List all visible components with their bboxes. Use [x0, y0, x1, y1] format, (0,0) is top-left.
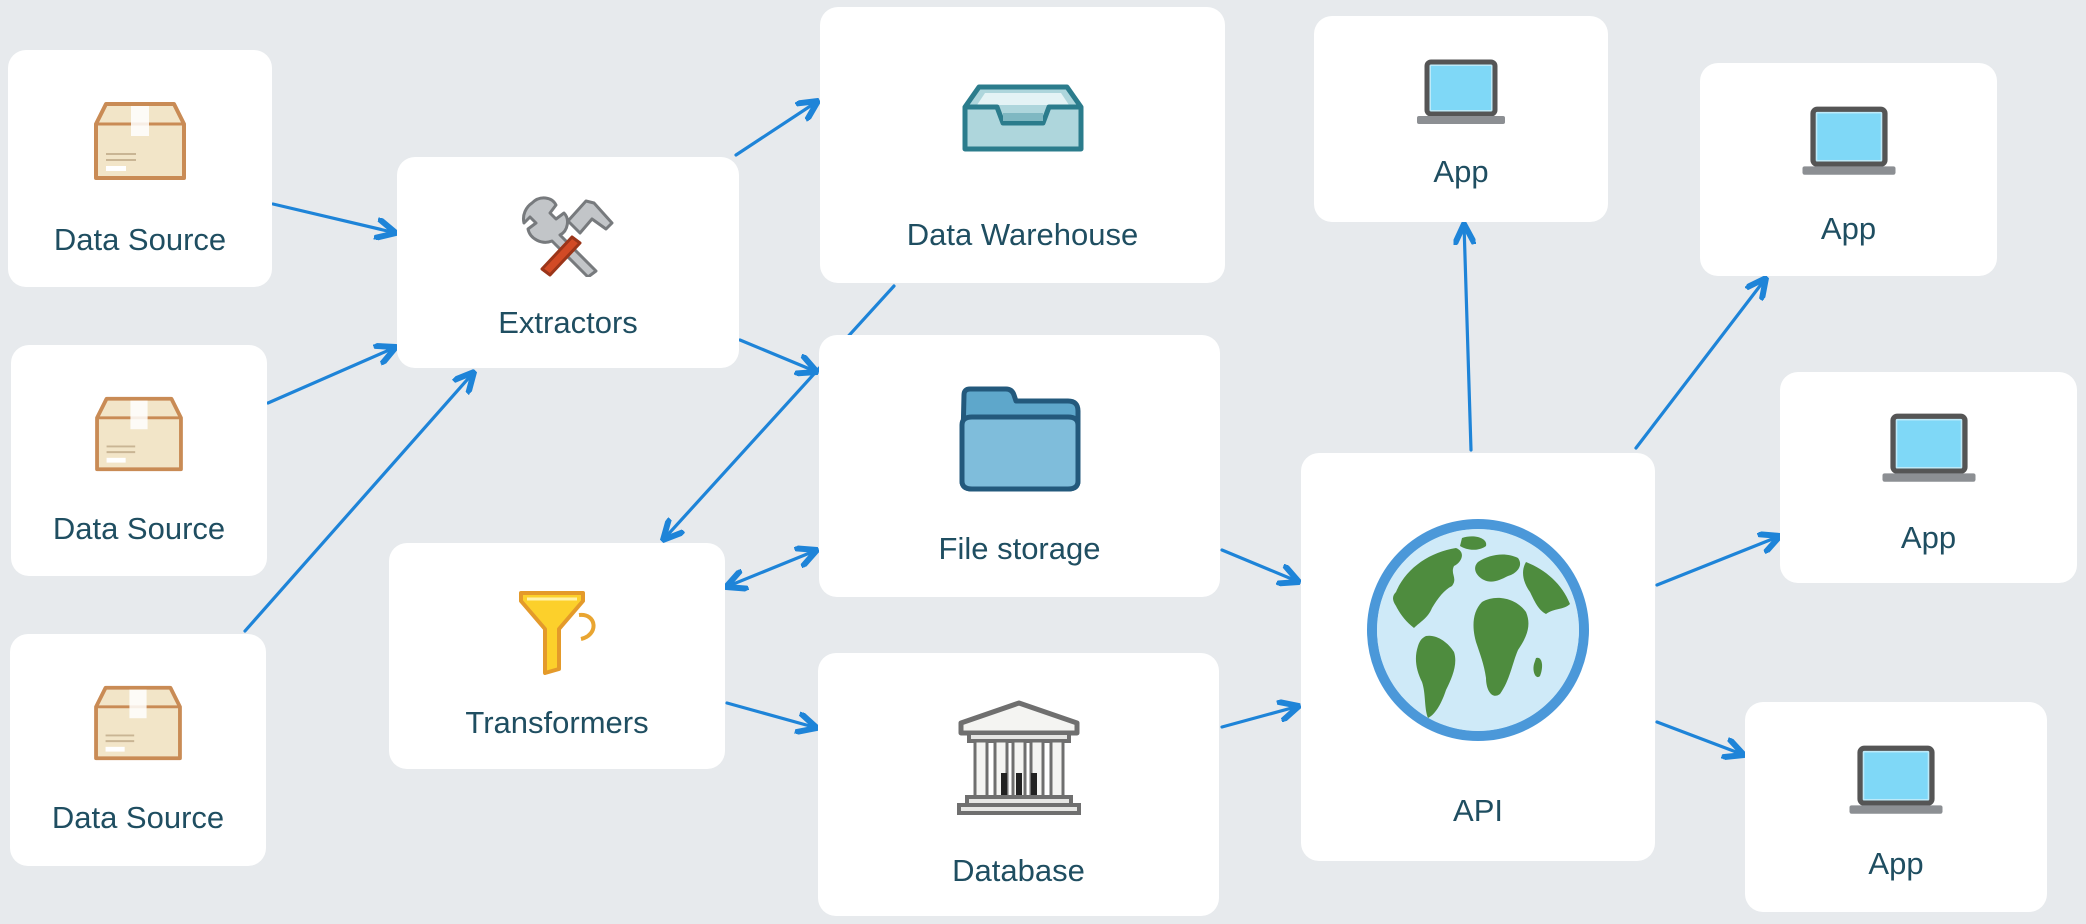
- edge-database-to-api: [1220, 706, 1299, 729]
- data-source-node-1[interactable]: Data Source: [8, 50, 272, 287]
- node-label: App: [1433, 154, 1489, 189]
- package-box-icon: [95, 396, 183, 472]
- node-label: File storage: [938, 531, 1101, 566]
- file-storage-node[interactable]: File storage: [819, 335, 1220, 597]
- node-label: App: [1820, 211, 1877, 246]
- extractors-node[interactable]: Extractors: [397, 157, 739, 368]
- globe-icon: [1367, 519, 1589, 741]
- node-label: App: [1900, 520, 1957, 555]
- node-label: Extractors: [498, 305, 638, 340]
- app-node-4[interactable]: App: [1745, 702, 2047, 912]
- edge-api-to-app-2: [1634, 278, 1766, 450]
- edge-api-to-app-4: [1655, 720, 1744, 755]
- node-label: API: [1453, 793, 1503, 828]
- tools-icon: [522, 196, 614, 277]
- data-warehouse-node[interactable]: Data Warehouse: [820, 7, 1225, 283]
- data-source-node-3[interactable]: Data Source: [10, 634, 266, 866]
- folder-icon: [959, 386, 1080, 492]
- node-label: Database: [952, 853, 1085, 888]
- edge-data-source-2-to-extractors: [266, 347, 396, 405]
- edge-data-source-1-to-extractors: [271, 202, 396, 233]
- laptop-icon: [1849, 745, 1943, 814]
- funnel-icon: [519, 591, 596, 675]
- edge-api-to-app-3: [1655, 536, 1780, 587]
- node-label: Data Source: [51, 800, 225, 835]
- edge-api-to-app-1: [1464, 224, 1471, 452]
- edge-data-source-3-to-extractors: [243, 372, 474, 633]
- data-source-node-2[interactable]: Data Source: [11, 345, 267, 576]
- edge-file-storage-to-api: [1220, 548, 1299, 582]
- transformers-node[interactable]: Transformers: [389, 543, 725, 769]
- edge-extractors-to-data-warehouse: [734, 101, 818, 157]
- node-label: App: [1868, 846, 1924, 881]
- laptop-icon: [1417, 59, 1505, 124]
- node-label: Data Source: [53, 222, 227, 257]
- bank-building-icon: [956, 700, 1081, 815]
- app-node-3[interactable]: App: [1780, 372, 2077, 583]
- edge-extractors-to-file-storage: [738, 338, 817, 372]
- edge-transformers-to-database: [725, 701, 817, 728]
- database-node[interactable]: Database: [818, 653, 1219, 916]
- inbox-tray-icon: [962, 84, 1083, 152]
- edge-data-warehouse-to-transformers: [663, 284, 896, 540]
- node-label: Transformers: [465, 705, 649, 740]
- package-box-icon: [94, 102, 186, 180]
- app-node-1[interactable]: App: [1314, 16, 1608, 222]
- node-label: Data Warehouse: [906, 217, 1139, 252]
- package-box-icon: [94, 685, 182, 761]
- app-node-2[interactable]: App: [1700, 63, 1997, 276]
- laptop-icon: [1881, 413, 1976, 482]
- api-node[interactable]: API: [1301, 453, 1655, 861]
- node-label: Data Source: [52, 511, 226, 546]
- laptop-icon: [1801, 106, 1896, 175]
- edge-transformers-file-storage: [726, 550, 817, 587]
